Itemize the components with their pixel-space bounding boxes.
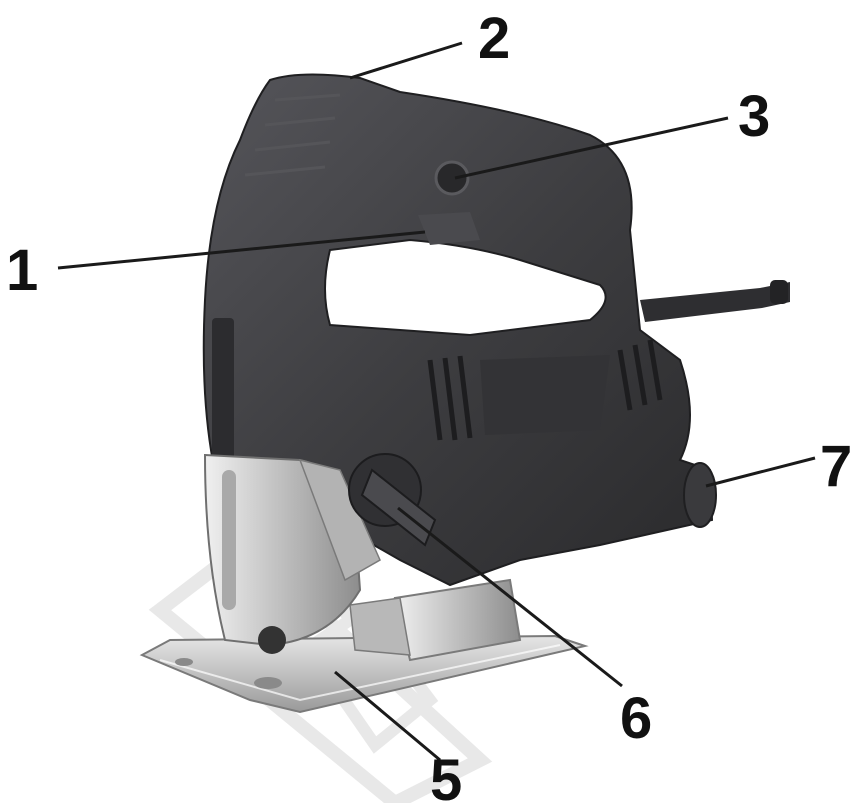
callout-5: 5 bbox=[430, 748, 462, 803]
base-plate bbox=[139, 634, 589, 714]
power-cord bbox=[640, 280, 790, 322]
callout-3: 3 bbox=[738, 84, 770, 149]
leader-line-3 bbox=[454, 116, 729, 180]
base-bracket bbox=[349, 578, 522, 662]
leader-line-2 bbox=[349, 41, 463, 80]
lock-button bbox=[434, 160, 470, 196]
callout-6: 6 bbox=[620, 686, 652, 751]
leader-line-6 bbox=[397, 506, 623, 688]
callout-7: 7 bbox=[820, 434, 852, 499]
callout-1: 1 bbox=[6, 238, 38, 303]
leader-line-5 bbox=[334, 670, 441, 762]
leader-line-1 bbox=[57, 230, 426, 270]
callout-2: 2 bbox=[478, 6, 510, 71]
leader-line-7 bbox=[705, 456, 816, 488]
tool-housing bbox=[202, 73, 717, 587]
blade-guard bbox=[203, 453, 381, 654]
